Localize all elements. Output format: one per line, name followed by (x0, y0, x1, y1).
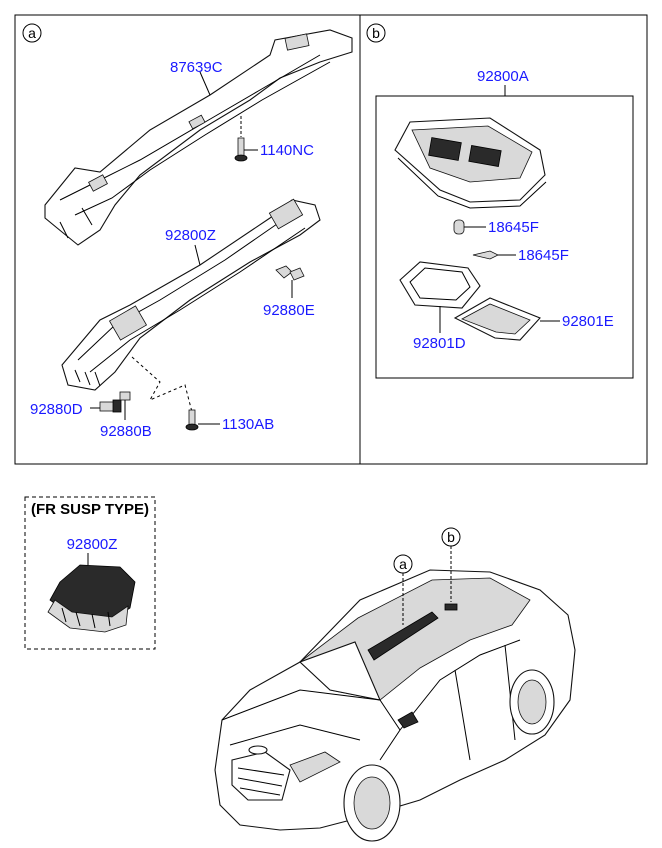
car-callout-a: a (393, 554, 413, 625)
label-92800A: 92800A (477, 68, 529, 85)
clip-92880D-drawing (90, 399, 122, 413)
lamp-92800A-drawing (394, 117, 547, 209)
bulb-18645F-1-drawing (453, 219, 486, 235)
label-92880E: 92880E (263, 302, 315, 319)
console-92800Z-drawing (61, 198, 321, 391)
lens-92801D-drawing (399, 261, 481, 333)
label-1130AB: 1130AB (222, 416, 274, 433)
screw-1130AB-drawing (185, 409, 220, 431)
label-18645F-2: 18645F (518, 247, 569, 264)
section-tag-b-text: b (372, 25, 380, 41)
panel-frame (14, 14, 648, 465)
label-87639C: 87639C (170, 59, 223, 76)
label-92801D: 92801D (413, 335, 466, 352)
section-tag-a-text: a (28, 25, 36, 41)
label-18645F-1: 18645F (488, 219, 539, 236)
clip-92880B-drawing (119, 391, 131, 420)
variant-title: (FR SUSP TYPE) (31, 501, 149, 518)
car-callout-a-text: a (399, 556, 407, 572)
console-variant-drawing (47, 564, 136, 633)
label-92880B: 92880B (100, 423, 152, 440)
lens-92801E-drawing (453, 297, 560, 341)
label-92880D: 92880D (30, 401, 83, 418)
screw-1140NC-drawing (234, 116, 258, 162)
section-tag-b: b (366, 23, 386, 43)
trim-bracket-drawing (44, 29, 353, 246)
label-1140NC: 1140NC (260, 142, 314, 159)
clip-92880E-drawing (275, 265, 305, 298)
label-92800Z-variant: 92800Z (67, 536, 118, 553)
car-callout-b-text: b (447, 529, 455, 545)
section-tag-a: a (22, 23, 42, 43)
car-drawing (214, 569, 576, 842)
label-92800Z-a: 92800Z (165, 227, 216, 244)
bulb-18645F-2-drawing (472, 250, 516, 260)
car-callout-b: b (441, 527, 461, 602)
label-92801E: 92801E (562, 313, 614, 330)
variant-box: (FR SUSP TYPE) 92800Z (24, 496, 156, 650)
